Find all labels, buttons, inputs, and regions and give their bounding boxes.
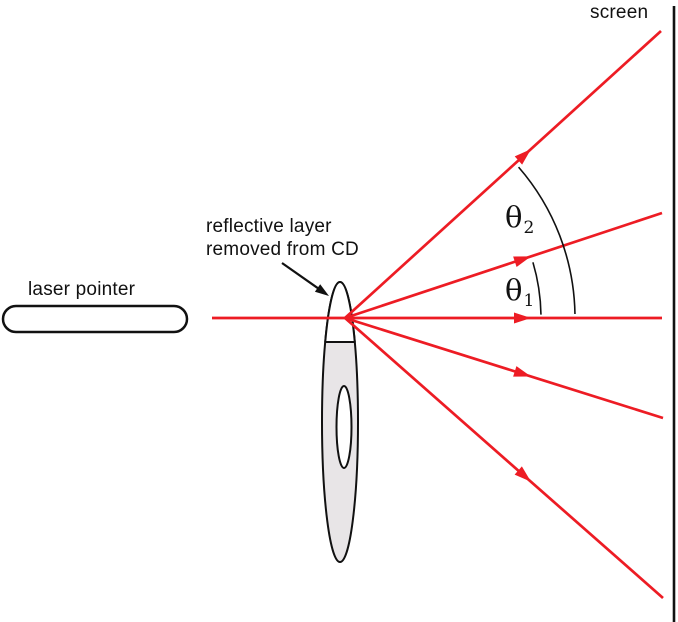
diffracted-ray-up-2-arrowhead bbox=[514, 149, 531, 165]
theta2-arc bbox=[517, 166, 576, 315]
cd-note-line-2: removed from CD bbox=[206, 239, 359, 260]
diffracted-ray-up-2 bbox=[344, 30, 662, 319]
theta1-arc bbox=[532, 262, 542, 315]
laser-pointer-body bbox=[1, 304, 189, 334]
theta1-subscript: 1 bbox=[523, 291, 535, 311]
diffracted-ray-down-1-arrowhead bbox=[513, 366, 531, 377]
diffracted-ray-up-1-arrowhead bbox=[513, 256, 531, 267]
diffracted-ray-down-2-arrowhead bbox=[514, 466, 531, 482]
annotation-arrow-head bbox=[314, 284, 329, 296]
central-ray-arrowhead bbox=[514, 312, 531, 324]
cd-note: reflective layer removed from CD bbox=[206, 215, 359, 261]
theta1-label: θ1 bbox=[505, 276, 534, 310]
theta2-subscript: 2 bbox=[523, 218, 535, 238]
diffracted-ray-down-2 bbox=[344, 316, 664, 600]
annotation-arrow-line bbox=[281, 262, 323, 292]
diffracted-ray-up-1 bbox=[344, 211, 663, 320]
theta2-symbol: θ bbox=[505, 200, 523, 234]
cd-note-line-1: reflective layer bbox=[206, 216, 332, 237]
diffracted-ray-down-1 bbox=[344, 316, 664, 420]
theta1-symbol: θ bbox=[505, 273, 523, 307]
screen-label: screen bbox=[590, 2, 649, 23]
theta2-label: θ2 bbox=[505, 203, 534, 237]
laser-pointer-label: laser pointer bbox=[28, 279, 136, 300]
cd-hole bbox=[335, 385, 353, 469]
